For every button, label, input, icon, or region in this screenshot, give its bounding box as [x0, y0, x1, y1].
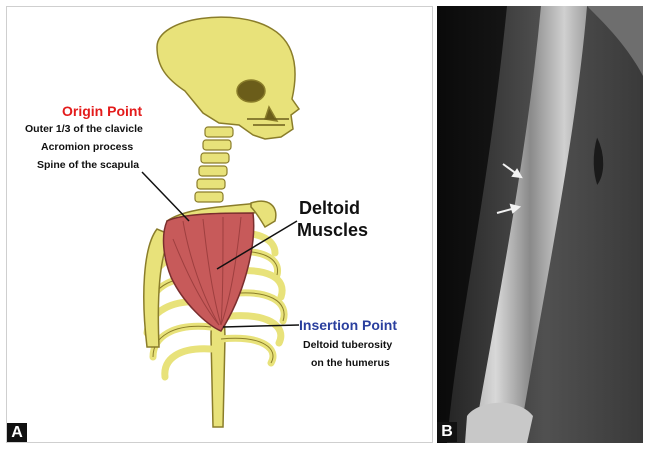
panel-a-label: A: [7, 423, 27, 443]
origin-line-acromion: Acromion process: [41, 141, 133, 153]
panel-a-illustration: Origin Point Outer 1/3 of the clavicle A…: [6, 6, 433, 443]
skull: [157, 17, 299, 139]
panel-b-label: B: [437, 422, 457, 442]
origin-line-scapula: Spine of the scapula: [37, 159, 139, 171]
deltoid-label-line1: Deltoid: [299, 197, 360, 219]
origin-line-clavicle: Outer 1/3 of the clavicle: [25, 123, 143, 135]
humerus-xray-image: [437, 6, 643, 443]
insertion-point-title: Insertion Point: [299, 317, 397, 333]
insertion-line-tuberosity: Deltoid tuberosity: [303, 339, 392, 351]
skeleton-illustration: [7, 7, 433, 443]
deltoid-label-line2: Muscles: [297, 219, 368, 241]
panel-b-xray: B: [437, 6, 643, 443]
origin-point-title: Origin Point: [62, 103, 142, 119]
cervical-spine: [195, 127, 233, 202]
insertion-line-humerus: on the humerus: [311, 357, 390, 369]
